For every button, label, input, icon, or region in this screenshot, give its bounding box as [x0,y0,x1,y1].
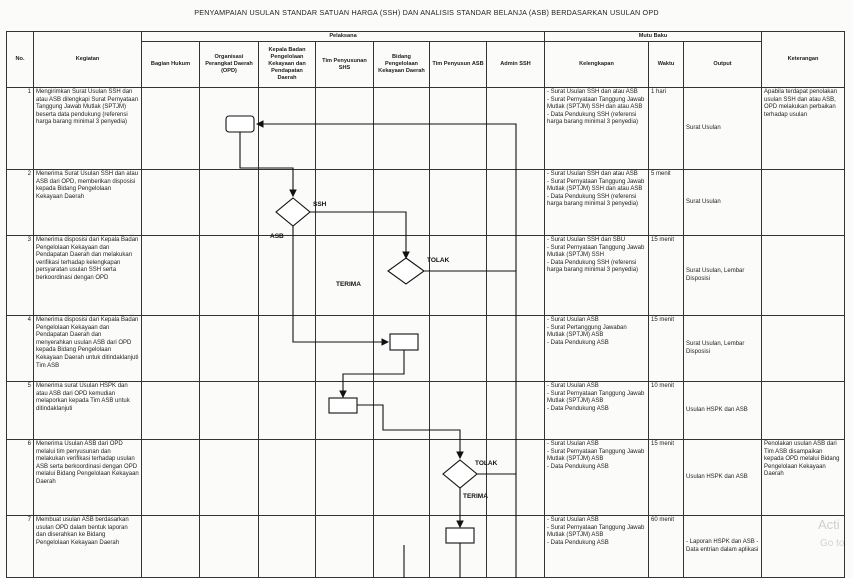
row-keterangan: Apabila terdapat penolakan usulan SSH da… [761,87,846,170]
header-mutu-baku: Mutu Baku [543,31,763,42]
row-waktu: 15 menit [648,235,684,316]
table-row: 4 Menerima disposisi dari Kepala Badan P… [6,315,846,382]
table-row: 2 Menerima Surat Usulan SSH dan atau ASB… [6,169,846,236]
page-title: PENYAMPAIAN USULAN STANDAR SATUAN HARGA … [194,8,659,17]
row-keterangan: Penolakan usulan ASB dari Tim ASB disamp… [761,439,846,516]
row-keterangan [761,515,846,578]
row-waktu: 15 menit [648,315,684,382]
row-output: Usulan HSPK dan ASB [682,439,763,516]
row-keterangan [761,169,846,236]
row-kelengkapan: - Surat Usulan ASB - Surat Pernyataan Ta… [544,439,649,516]
table-row: 3 Menerima disposisi dari Kepala Badan P… [6,235,846,316]
header-keterangan: Keterangan [761,31,846,88]
header-lane-kepala-badan: Kepala Badan Pengelolaan Kekayaan dan Pe… [258,41,316,88]
header-lane-opd: Organisasi Perangkat Daerah (OPD) [199,41,259,88]
row-number: 2 [6,169,34,236]
row-waktu: 10 menit [648,381,684,440]
row-number: 4 [6,315,34,382]
row-kegiatan: Menerima Usulan ASB dari OPD melalui tim… [33,439,142,516]
header-lane-tim-shs: Tim Penyusunan SHS [315,41,374,88]
row-number: 1 [6,87,34,170]
row-waktu: 15 menit [648,439,684,516]
row-number: 6 [6,439,34,516]
row-number: 3 [6,235,34,316]
row-output: Usulan HSPK dan ASB [682,381,763,440]
row-kegiatan: Membuat usulan ASB berdasarkan usulan OP… [33,515,142,578]
table-row: 5 Menerima surat Usulan HSPK dan atau AS… [6,381,846,440]
row-kelengkapan: - Surat Usulan SSH dan atau ASB - Surat … [544,87,649,170]
row-kegiatan: Menerima surat Usulan HSPK dan atau ASB … [33,381,142,440]
row-kegiatan: Menerima disposisi dari Kepala Badan Pen… [33,315,142,382]
row-kegiatan: Menerima disposisi dari Kepala Badan Pen… [33,235,142,316]
row-kelengkapan: - Surat Usulan SSH dan atau ASB - Surat … [544,169,649,236]
row-keterangan [761,235,846,316]
header-lane-bidang: Bidang Pengelolaan Kekayaan Daerah [373,41,430,88]
row-kelengkapan: - Surat Usulan ASB - Surat Pertanggung J… [544,315,649,382]
activation-watermark: Acti [818,517,840,532]
row-output: Surat Usulan, Lembar Disposisi [682,315,763,382]
row-waktu: 1 hari [648,87,684,170]
header-waktu: Waktu [648,41,684,88]
row-waktu: 60 menit [648,515,684,578]
header-pelaksana: Pelaksana [141,31,545,42]
row-output: Surat Usulan [682,87,763,170]
header-lane-bagian-hukum: Bagian Hukum [141,41,200,88]
row-kelengkapan: - Surat Usulan ASB - Surat Pernyataan Ta… [544,381,649,440]
row-waktu: 5 menit [648,169,684,236]
row-number: 7 [6,515,34,578]
header-output: Output [682,41,763,88]
header-lane-admin-ssh: Admin SSH [486,41,545,88]
table-row: 6 Menerima Usulan ASB dari OPD melalui t… [6,439,846,516]
row-keterangan [761,381,846,440]
header-kelengkapan: Kelengkapan [544,41,649,88]
header-no: No. [6,31,34,88]
header-lane-tim-asb: Tim Penyusun ASB [429,41,487,88]
activation-watermark-sub: Go to [820,538,845,549]
row-kegiatan: Mengirimkan Surat Usulan SSH dan atau AS… [33,87,142,170]
table-row: 7 Membuat usulan ASB berdasarkan usulan … [6,515,846,578]
row-output: Surat Usulan [682,169,763,236]
row-kelengkapan: - Surat Usulan ASB - Surat Pernyataan Ta… [544,515,649,578]
row-number: 5 [6,381,34,440]
header-kegiatan: Kegiatan [33,31,142,88]
sop-table: No. Kegiatan Pelaksana Mutu Baku Keteran… [6,31,846,578]
row-output: Surat Usulan, Lembar Disposisi [682,235,763,316]
row-kegiatan: Menerima Surat Usulan SSH dan atau ASB d… [33,169,142,236]
row-output: - Laporan HSPK dan ASB - Data entrian da… [682,515,763,578]
row-keterangan [761,315,846,382]
row-kelengkapan: - Surat Usulan SSH dan SBU - Surat Perny… [544,235,649,316]
table-row: 1 Mengirimkan Surat Usulan SSH dan atau … [6,87,846,170]
